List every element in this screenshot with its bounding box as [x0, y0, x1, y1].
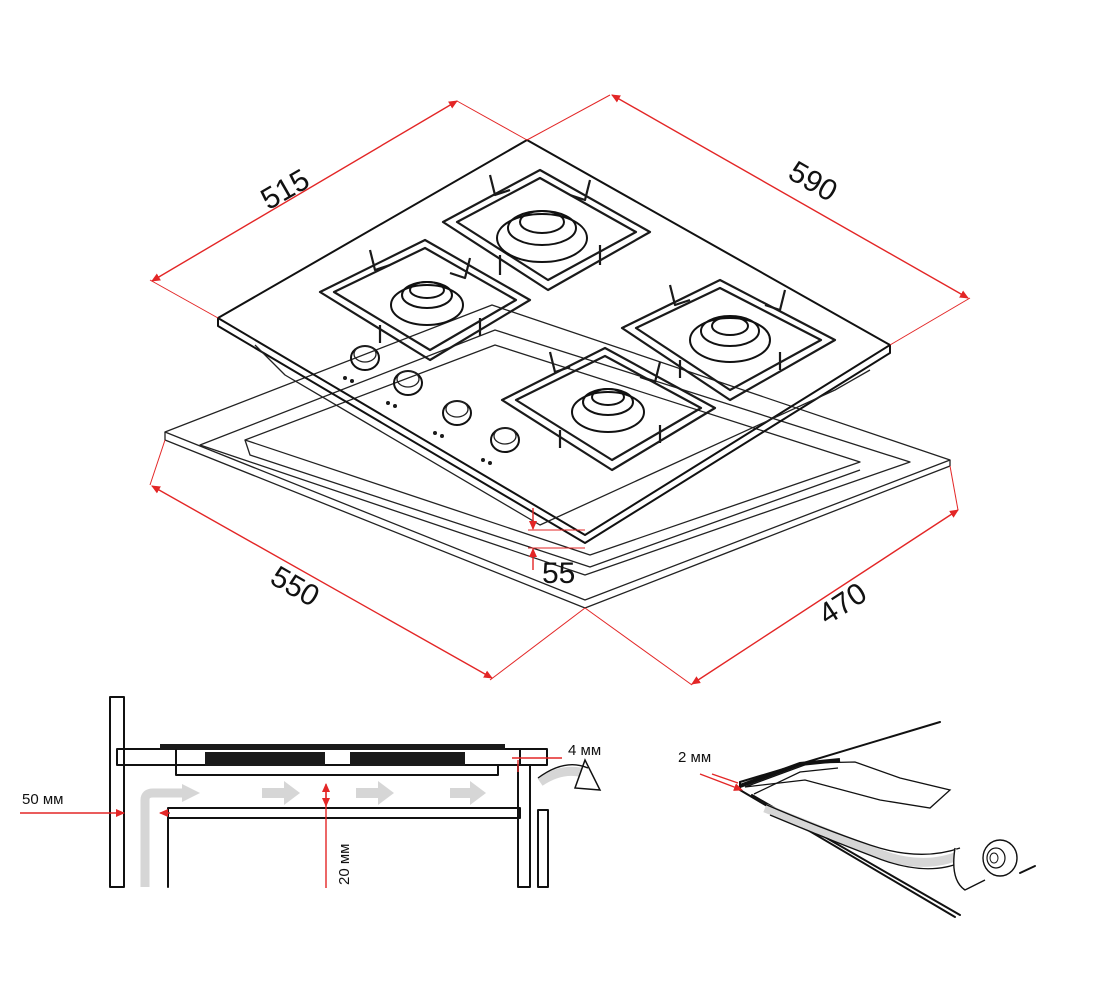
cabinet-wall [109, 696, 125, 888]
hob-glass-section [160, 744, 505, 750]
partition-shelf [167, 807, 521, 819]
dimension-50mm: 50 мм [20, 791, 170, 817]
dimension-470: 470 [584, 465, 959, 686]
dimension-550: 550 [149, 439, 586, 681]
knob [343, 345, 380, 383]
control-knobs [343, 345, 520, 465]
installation-section-view: 50 мм 20 мм 4 мм [20, 696, 602, 888]
hob-isometric-view: 515 590 550 470 55 [149, 94, 971, 686]
burner-front [500, 346, 717, 472]
label-2mm: 2 мм [678, 749, 711, 766]
dimension-label-550: 550 [265, 560, 325, 614]
dimension-515: 515 [149, 100, 528, 319]
dimension-590: 590 [526, 94, 971, 346]
seal-roll [953, 839, 1018, 891]
seal-detail-view: 2 мм [678, 721, 1036, 918]
countertop [116, 748, 548, 766]
airflow-arrows [140, 758, 602, 887]
burner-rear [441, 168, 652, 292]
hob-body [175, 749, 521, 776]
dimension-label-515: 515 [255, 163, 315, 217]
knob [386, 370, 423, 408]
label-4mm: 4 мм [568, 742, 601, 759]
dimension-label-470: 470 [813, 577, 873, 632]
dimension-label-590: 590 [783, 155, 843, 209]
knob [481, 427, 520, 465]
dimension-label-55: 55 [542, 557, 575, 590]
dimension-4mm: 4 мм [512, 742, 601, 772]
knob [433, 400, 472, 438]
dimension-20mm: 20 мм [322, 783, 353, 888]
label-20mm: 20 мм [336, 844, 353, 885]
label-50mm: 50 мм [22, 791, 63, 808]
hob-glass-top [217, 139, 891, 544]
dimension-2mm: 2 мм [678, 749, 743, 791]
dimension-55: 55 [528, 508, 585, 590]
